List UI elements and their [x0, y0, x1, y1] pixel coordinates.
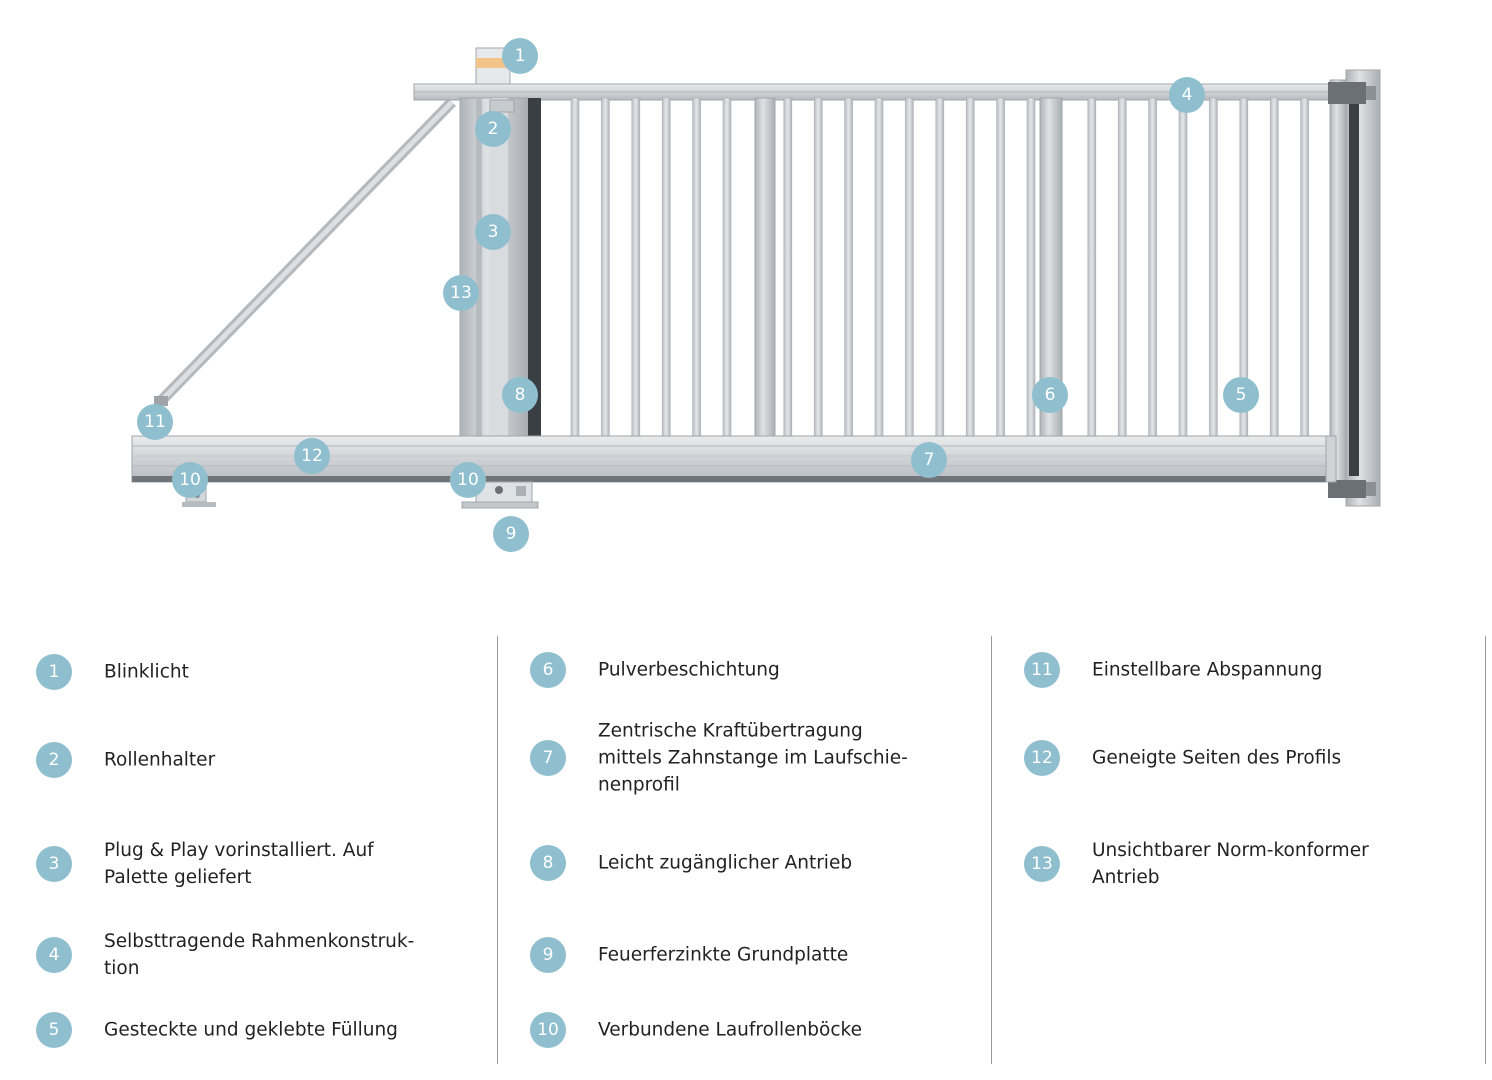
- legend-text: Pulverbeschichtung: [598, 659, 780, 681]
- marker-10-right[interactable]: 10: [450, 462, 486, 498]
- bottom-profile: [131, 435, 1337, 483]
- legend-item-10: 10 Verbundene Laufrollenböcke: [530, 1012, 970, 1048]
- legend-text: Feuerferzinkte Grundplatte: [598, 944, 849, 966]
- marker-6[interactable]: 6: [1032, 377, 1068, 413]
- legend-item-3: 3 Plug & Play vorinstalliert. Auf Palett…: [36, 840, 476, 888]
- legend-text: Gesteckte und geklebte Füllung: [104, 1019, 398, 1041]
- legend-item-11: 11 Einstellbare Abspannung: [1024, 652, 1464, 688]
- marker-5[interactable]: 5: [1223, 377, 1259, 413]
- legend-text: Geneigte Seiten des Profils: [1092, 747, 1342, 769]
- legend-badge: 1: [36, 654, 72, 690]
- legend-item-5: 5 Gesteckte und geklebte Füllung: [36, 1012, 476, 1048]
- marker-12[interactable]: 12: [294, 438, 330, 474]
- legend-badge: 9: [530, 937, 566, 973]
- marker-3[interactable]: 3: [475, 214, 511, 250]
- legend-column-1: 1 Blinklicht 2 Rollenhalter 3 Plug & Pla…: [36, 636, 476, 1064]
- marker-13[interactable]: 13: [443, 275, 479, 311]
- legend-badge: 13: [1024, 846, 1060, 882]
- legend-badge: 6: [530, 652, 566, 688]
- marker-8[interactable]: 8: [502, 377, 538, 413]
- legend-badge: 11: [1024, 652, 1060, 688]
- legend-item-6: 6 Pulverbeschichtung: [530, 652, 970, 688]
- legend-text: Selbsttragende Rahmenkonstruk- tion: [104, 931, 415, 979]
- roller-support-right: [461, 481, 539, 509]
- legend-badge: 2: [36, 742, 72, 778]
- legend-badge: 12: [1024, 740, 1060, 776]
- column-separator-3: [1485, 636, 1486, 1064]
- legend-badge: 4: [36, 937, 72, 973]
- marker-layer: 1 2 3 4 5 6 7 8 9 10 10 11 12 13: [137, 38, 1259, 552]
- diagonal-brace: [154, 98, 456, 406]
- marker-10-left[interactable]: 10: [172, 462, 208, 498]
- legend-item-7: 7 Zentrische Kraftübertragung mittels Za…: [530, 721, 970, 796]
- legend-item-1: 1 Blinklicht: [36, 654, 476, 690]
- sliding-gate-illustration: 1 2 3 4 5 6 7 8 9 10 10 11 12 13: [131, 38, 1381, 552]
- legend-text: Rollenhalter: [104, 749, 216, 771]
- end-post: [1328, 69, 1381, 507]
- legend-column-2: 6 Pulverbeschichtung 7 Zentrische Kraftü…: [530, 636, 970, 1064]
- legend-column-3: 11 Einstellbare Abspannung 12 Geneigte S…: [1024, 636, 1464, 1064]
- legend-badge: 8: [530, 845, 566, 881]
- marker-2[interactable]: 2: [475, 111, 511, 147]
- marker-7[interactable]: 7: [911, 442, 947, 478]
- legend-badge: 3: [36, 846, 72, 882]
- column-separator-1: [497, 636, 498, 1064]
- legend-text: Leicht zugänglicher Antrieb: [598, 852, 853, 874]
- legend-badge: 7: [530, 740, 566, 776]
- marker-1[interactable]: 1: [502, 38, 538, 74]
- column-separator-2: [991, 636, 992, 1064]
- legend-item-8: 8 Leicht zugänglicher Antrieb: [530, 845, 970, 881]
- legend-text: Unsichtbarer Norm-konformer Antrieb: [1092, 840, 1369, 888]
- marker-4[interactable]: 4: [1169, 77, 1205, 113]
- marker-11[interactable]: 11: [137, 404, 173, 440]
- gate-diagram: 1 2 3 4 5 6 7 8 9 10 10 11 12 13: [131, 38, 1381, 552]
- legend-badge: 10: [530, 1012, 566, 1048]
- legend-badge: 5: [36, 1012, 72, 1048]
- legend-item-4: 4 Selbsttragende Rahmenkonstruk- tion: [36, 931, 476, 979]
- legend-text: Einstellbare Abspannung: [1092, 659, 1323, 681]
- legend-item-9: 9 Feuerferzinkte Grundplatte: [530, 937, 970, 973]
- legend-text: Plug & Play vorinstalliert. Auf Palette …: [104, 840, 374, 888]
- legend-item-12: 12 Geneigte Seiten des Profils: [1024, 740, 1464, 776]
- legend-text: Zentrische Kraftübertragung mittels Zahn…: [598, 720, 908, 796]
- legend-item-2: 2 Rollenhalter: [36, 742, 476, 778]
- marker-9[interactable]: 9: [493, 516, 529, 552]
- legend-text: Blinklicht: [104, 661, 189, 683]
- legend-item-13: 13 Unsichtbarer Norm-konformer Antrieb: [1024, 840, 1464, 888]
- legend-text: Verbundene Laufrollenböcke: [598, 1019, 862, 1041]
